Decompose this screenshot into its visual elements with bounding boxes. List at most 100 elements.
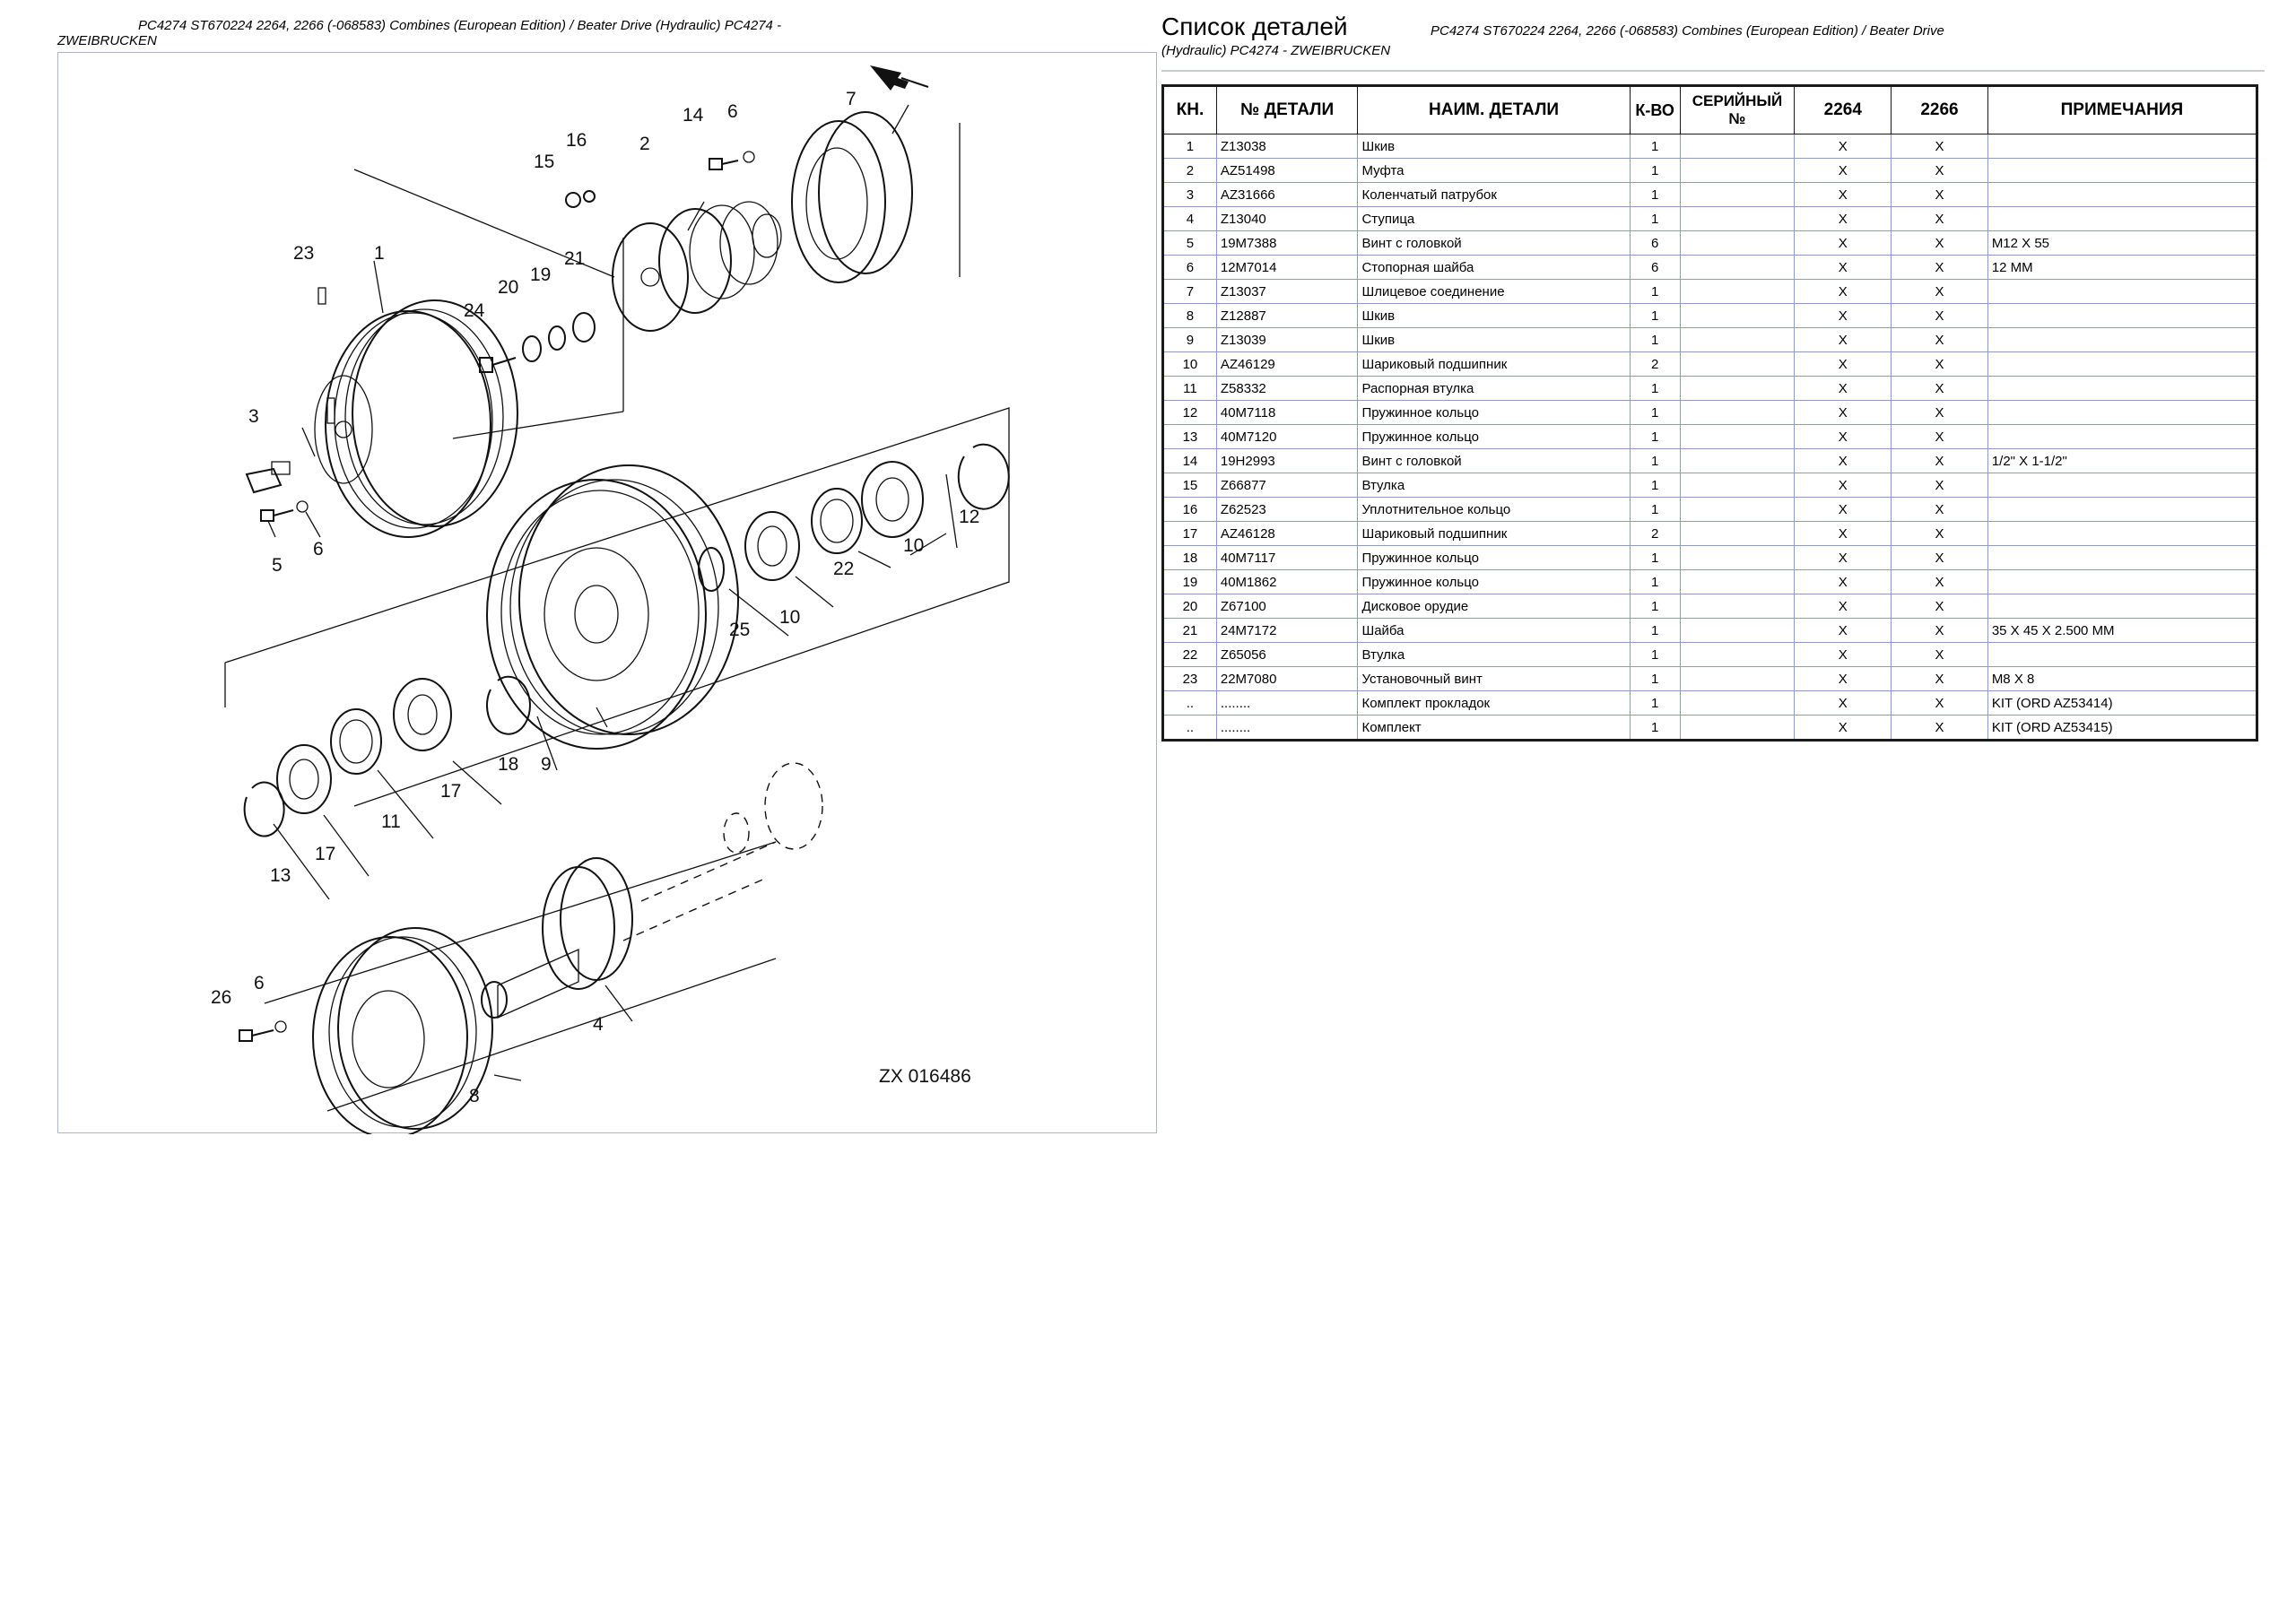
table-cell [1987, 303, 2258, 328]
table-cell: 1 [1629, 424, 1681, 449]
table-cell [1679, 424, 1796, 449]
column-header: 2266 [1891, 85, 1988, 134]
bearing-part-10b [861, 461, 924, 538]
hub-part-4 [481, 857, 633, 1019]
callout-11: 11 [381, 811, 401, 832]
callout-20: 20 [498, 277, 518, 298]
table-cell [1987, 182, 2258, 207]
callout-17a: 17 [440, 781, 461, 802]
table-cell [1679, 473, 1796, 498]
table-cell: 40M7120 [1215, 424, 1359, 449]
pulley-part-9 [486, 464, 739, 750]
table-cell: X [1794, 545, 1892, 570]
table-cell: 10 [1162, 351, 1217, 377]
table-cell: 17 [1162, 521, 1217, 546]
table-cell: Винт с головкой [1357, 230, 1631, 256]
table-cell: X [1794, 279, 1892, 304]
callout-13: 13 [270, 865, 291, 886]
callout-19: 19 [530, 265, 551, 285]
table-cell: X [1794, 715, 1892, 741]
table-cell: X [1794, 351, 1892, 377]
column-header: № ДЕТАЛИ [1215, 85, 1359, 134]
table-cell: Коленчатый патрубок [1357, 182, 1631, 207]
table-cell [1987, 351, 2258, 377]
callout-24: 24 [464, 300, 485, 321]
table-cell [1987, 158, 2258, 183]
table-cell [1987, 206, 2258, 231]
table-cell [1679, 351, 1796, 377]
table-cell: X [1794, 400, 1892, 425]
elbow-fitting-part-3 [245, 461, 291, 494]
parts-table: КН. № ДЕТАЛИ НАИМ. ДЕТАЛИ К-ВО СЕРИЙНЫЙ … [1161, 84, 2258, 742]
table-cell: 2 [1629, 521, 1681, 546]
table-cell: X [1891, 618, 1988, 643]
table-cell: 14 [1162, 448, 1217, 473]
table-cell: 12 [1162, 400, 1217, 425]
table-cell: 8 [1162, 303, 1217, 328]
table-cell: X [1794, 618, 1892, 643]
table-cell [1987, 521, 2258, 546]
bearing-part-10a [744, 511, 800, 581]
header-divider [1161, 70, 2265, 72]
table-cell: AZ51498 [1215, 158, 1359, 183]
diagram-reference: ZX 016486 [879, 1066, 971, 1087]
table-cell: 6 [1629, 230, 1681, 256]
table-cell: X [1794, 424, 1892, 449]
table-cell: 1 [1629, 448, 1681, 473]
table-cell: Шкив [1357, 303, 1631, 328]
column-header: 2264 [1794, 85, 1892, 134]
callout-labels: 1 2 3 4 5 6 6 6 7 8 9 10 10 11 12 13 14 … [211, 89, 979, 1106]
set-screw-part-23 [317, 287, 326, 305]
table-cell: X [1794, 303, 1892, 328]
snap-ring-part-12 [957, 443, 1010, 510]
table-cell: 40M7118 [1215, 400, 1359, 425]
table-cell: Комплект [1357, 715, 1631, 741]
table-cell [1679, 715, 1796, 741]
table-cell: 2 [1162, 158, 1217, 183]
table-cell: Пружинное кольцо [1357, 545, 1631, 570]
callout-9: 9 [541, 754, 552, 775]
callout-4: 4 [593, 1014, 604, 1035]
clutch-part-2 [612, 201, 782, 332]
table-cell: Втулка [1357, 473, 1631, 498]
table-cell: 1 [1629, 327, 1681, 352]
diagram-drawing: 1 2 3 4 5 6 6 6 7 8 9 10 10 11 12 13 14 … [211, 65, 1010, 1134]
table-cell: Z13037 [1215, 279, 1359, 304]
table-cell: 16 [1162, 497, 1217, 522]
table-cell: 3 [1162, 182, 1217, 207]
table-cell: Z62523 [1215, 497, 1359, 522]
table-cell: X [1891, 206, 1988, 231]
table-cell: Z58332 [1215, 376, 1359, 401]
callout-12: 12 [959, 507, 979, 527]
table-cell: Винт с головкой [1357, 448, 1631, 473]
table-cell: X [1891, 666, 1988, 691]
callout-2: 2 [639, 134, 650, 154]
table-cell: X [1891, 594, 1988, 619]
table-cell: 9 [1162, 327, 1217, 352]
table-cell: Дисковое орудие [1357, 594, 1631, 619]
table-cell: 22 [1162, 642, 1217, 667]
table-cell: AZ46129 [1215, 351, 1359, 377]
table-cell [1679, 521, 1796, 546]
table-cell [1679, 497, 1796, 522]
table-cell: Z13039 [1215, 327, 1359, 352]
callout-5: 5 [272, 555, 283, 576]
callout-14: 14 [683, 105, 704, 126]
callout-21: 21 [564, 248, 585, 269]
table-cell: 23 [1162, 666, 1217, 691]
table-cell: 19H2993 [1215, 448, 1359, 473]
table-cell: 1 [1629, 303, 1681, 328]
table-cell: Распорная втулка [1357, 376, 1631, 401]
ring-part-25 [698, 547, 725, 592]
callout-6b: 6 [727, 101, 738, 122]
table-cell: Z13038 [1215, 134, 1359, 159]
table-cell: ........ [1215, 690, 1359, 716]
